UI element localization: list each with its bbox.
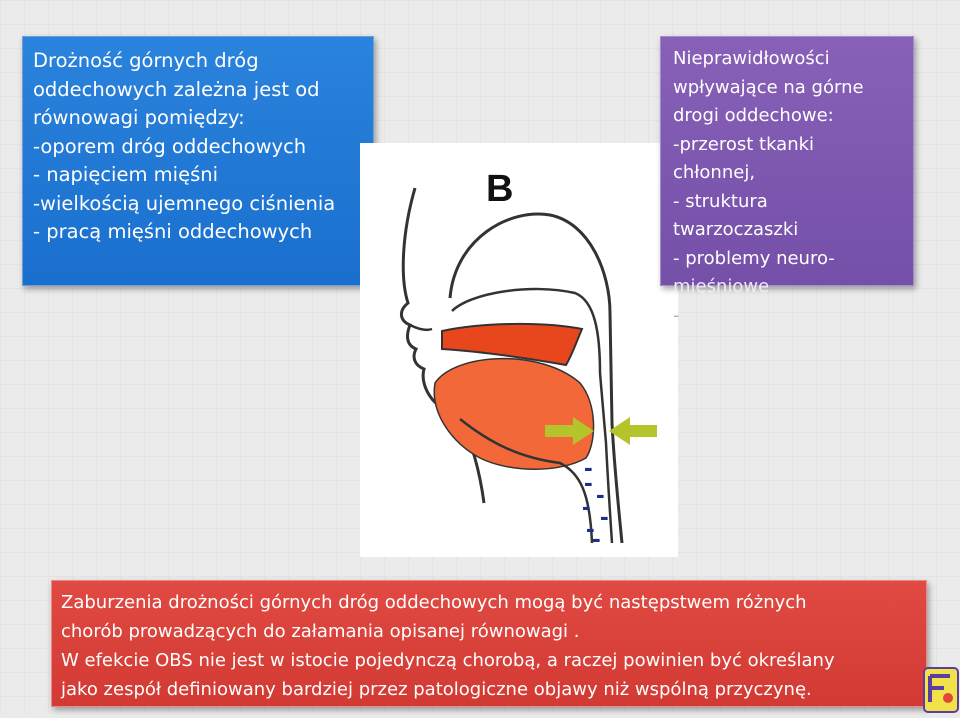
left-box-line: - pracą mięśni oddechowych — [33, 220, 313, 243]
pharynx-back-wall — [448, 212, 624, 544]
minus-sign: - — [596, 479, 605, 509]
left-box-line: równowagi pomiędzy: — [33, 106, 245, 129]
minus-sign: - — [582, 491, 591, 521]
logo-icon — [923, 667, 959, 713]
left-box-line: Drożność górnych dróg — [33, 49, 259, 72]
minus-sign: - — [592, 523, 601, 553]
left-box-line: -oporem dróg oddechowych — [33, 134, 307, 158]
lip-line — [409, 323, 433, 332]
airway-abnormalities-box: Nieprawidłowości wpływające na górne dro… — [660, 36, 914, 326]
palate-shape — [441, 322, 584, 367]
bottom-box-line: chorób prowadzących do załamania opisane… — [61, 621, 580, 642]
right-box-line: chłonnej, — [673, 162, 756, 183]
airway-balance-box: Drożność górnych dróg oddechowych zależn… — [22, 36, 374, 286]
right-box-line: - problemy neuro- — [673, 247, 835, 269]
bottom-box-line: W efekcie OBS nie jest w istocie pojedyn… — [61, 650, 835, 671]
arrow-right — [545, 417, 594, 445]
minus-sign: - — [600, 501, 609, 531]
corner-logo — [920, 662, 960, 714]
right-box-line: wpływające na górne — [673, 76, 864, 98]
throat-line — [459, 418, 594, 544]
minus-sign: - — [586, 513, 595, 543]
panel-label-b: B — [486, 168, 513, 210]
minus-sign: - — [584, 452, 593, 482]
left-box-line: -wielkością ujemnego ciśnienia — [33, 191, 336, 215]
osa-summary-box: Zaburzenia drożności górnych dróg oddech… — [51, 580, 927, 707]
left-box-line: oddechowych zależna jest od — [33, 77, 320, 101]
bottom-box-line: Zaburzenia drożności górnych dróg oddech… — [61, 592, 807, 613]
right-box-line: -przerost tkanki — [673, 133, 815, 155]
minus-sign: - — [584, 467, 593, 497]
left-box-line: - napięciem mięśni — [33, 163, 219, 186]
tongue-shape — [433, 357, 595, 470]
right-box-line: - struktura — [673, 190, 768, 212]
airway-diagram-svg: B - - - - - - - — [400, 168, 657, 553]
airway-diagram: B - - - - - - - — [360, 143, 678, 557]
right-box-line: mięśniowe — [673, 276, 770, 297]
soft-palate-line — [451, 287, 614, 544]
arrow-left — [609, 417, 657, 445]
right-box-line: twarzoczaszki — [673, 219, 799, 240]
bottom-box-line: jako zespół definiowany bardziej przez p… — [61, 679, 812, 700]
right-box-line: drogi oddechowe: — [673, 105, 834, 126]
right-box-line: - — [673, 304, 680, 326]
right-box-line: Nieprawidłowości — [673, 48, 830, 69]
